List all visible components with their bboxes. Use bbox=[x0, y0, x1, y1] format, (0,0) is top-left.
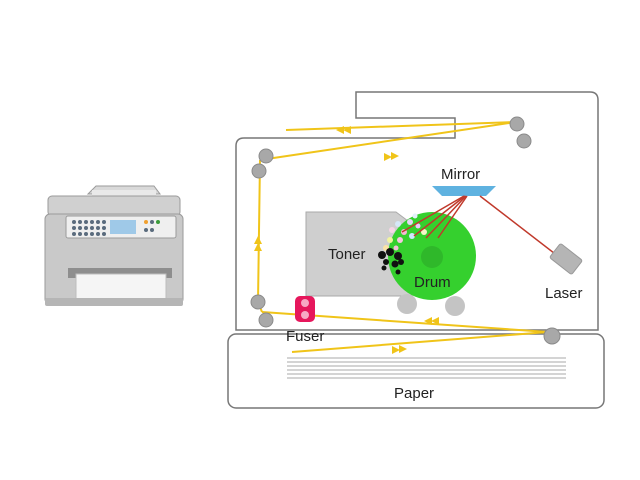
mirror bbox=[432, 186, 496, 196]
paper-label: Paper bbox=[394, 385, 435, 402]
fuser bbox=[295, 296, 315, 322]
paper-tray bbox=[227, 333, 605, 409]
transfer-rollers bbox=[397, 294, 465, 316]
fuser-label: Fuser bbox=[286, 328, 325, 345]
paper-direction-arrows bbox=[254, 126, 439, 354]
toner-label: Toner bbox=[328, 246, 366, 263]
printer-housing-outline bbox=[235, 91, 599, 331]
roller-left-mid bbox=[251, 163, 267, 179]
laser-label: Laser bbox=[545, 285, 583, 302]
office-printer-icon bbox=[44, 185, 184, 306]
mirror-label: Mirror bbox=[441, 166, 481, 183]
roller-top-right bbox=[509, 116, 525, 132]
roller-top-right-2 bbox=[516, 133, 532, 149]
toner-particles bbox=[378, 213, 427, 275]
rollers bbox=[250, 116, 561, 345]
roller-left-bottom bbox=[258, 312, 274, 328]
roller-upper-left bbox=[258, 148, 274, 164]
roller-bottom-right bbox=[543, 327, 561, 345]
laser-unit bbox=[549, 243, 583, 275]
laser-beams bbox=[401, 195, 564, 261]
roller-left-lower bbox=[250, 294, 266, 310]
drum-label: Drum bbox=[414, 274, 451, 291]
